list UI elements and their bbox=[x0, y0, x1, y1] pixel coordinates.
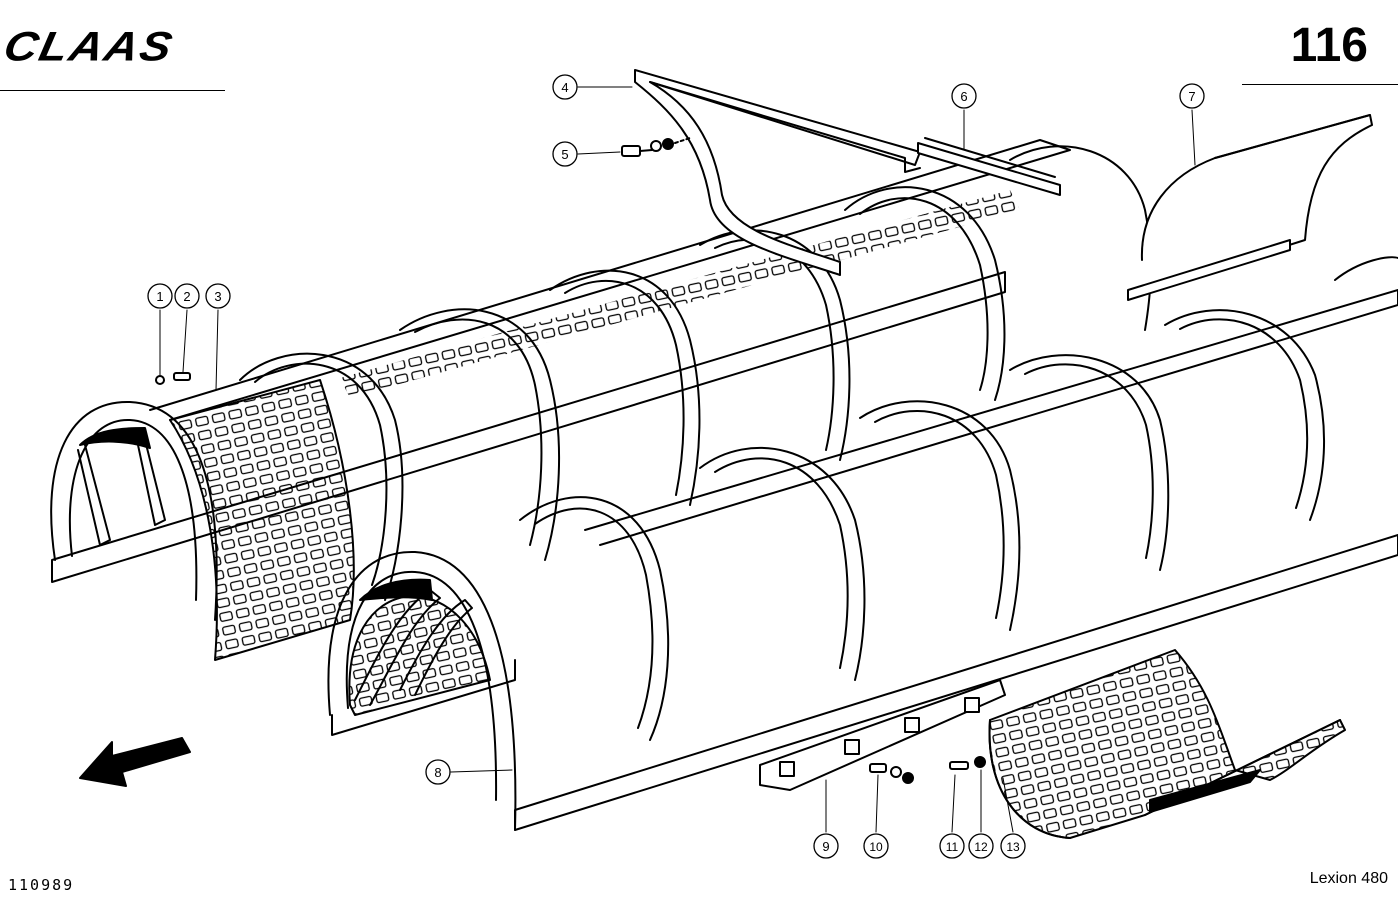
front-ring-5-inner bbox=[1024, 363, 1154, 559]
front-ring-3-inner bbox=[714, 457, 849, 669]
part-5-bolt bbox=[621, 145, 641, 157]
part-4-plate-edge bbox=[649, 81, 921, 173]
front-ring-3 bbox=[699, 446, 866, 681]
front-base-flange bbox=[331, 659, 516, 736]
front-trough bbox=[327, 256, 1398, 831]
callout-8: 8 bbox=[425, 759, 451, 785]
callout-13-label: 13 bbox=[1006, 840, 1020, 854]
callout-6: 6 bbox=[951, 83, 977, 109]
back-ring-shadow bbox=[79, 427, 151, 449]
part-6-strip bbox=[917, 142, 1061, 196]
callout-10-label: 10 bbox=[869, 840, 883, 854]
callout-2: 2 bbox=[174, 283, 200, 309]
back-ring-4 bbox=[549, 269, 701, 506]
back-sieve-panel bbox=[169, 379, 355, 661]
callout-4: 4 bbox=[552, 74, 578, 100]
part-11-12-bolt-set bbox=[949, 756, 986, 770]
part-13-shadow bbox=[1149, 769, 1261, 813]
back-ring-6 bbox=[844, 186, 1006, 401]
page-number: 116 bbox=[1290, 19, 1368, 72]
back-ring-4-inner bbox=[564, 280, 685, 496]
part-7-curved-cover bbox=[1139, 114, 1373, 293]
back-trough-top-rail bbox=[149, 139, 1071, 421]
front-ring-5 bbox=[1009, 354, 1170, 571]
back-ring-front-inner bbox=[68, 418, 198, 601]
front-ring-2-inner bbox=[534, 507, 654, 729]
part-5-washer bbox=[650, 140, 662, 152]
front-ring-outer bbox=[327, 550, 517, 831]
back-trough-base-rail bbox=[51, 271, 1006, 583]
callout-11-label: 11 bbox=[946, 840, 959, 854]
back-ring-3-inner bbox=[414, 318, 543, 546]
callout-2-label: 2 bbox=[183, 289, 190, 304]
part-6-strip-flange bbox=[924, 137, 1056, 178]
front-ring-6 bbox=[1164, 309, 1326, 521]
callout-1-label: 1 bbox=[156, 289, 163, 304]
part-4-cover-plate bbox=[634, 69, 921, 276]
part-2-bolt bbox=[173, 372, 191, 381]
front-spiral-1 bbox=[354, 589, 441, 706]
header-rule-left bbox=[0, 90, 225, 91]
back-ring-rib-2 bbox=[137, 439, 166, 526]
drawing-number: 110989 bbox=[8, 876, 75, 894]
callout-6-label: 6 bbox=[960, 89, 967, 104]
part-9-clip-4 bbox=[964, 697, 980, 713]
callout-5-label: 5 bbox=[561, 147, 568, 162]
back-trough bbox=[50, 139, 1152, 661]
callout-11: 11 bbox=[939, 833, 965, 859]
callout-10: 10 bbox=[863, 833, 889, 859]
back-ring-2 bbox=[239, 352, 404, 601]
front-ring-2 bbox=[519, 496, 670, 741]
callout-7-label: 7 bbox=[1188, 89, 1195, 104]
part-13-bottom-rail bbox=[1144, 719, 1341, 816]
callout-leaders bbox=[159, 86, 1196, 833]
callout-9: 9 bbox=[813, 833, 839, 859]
part-9-clip-2 bbox=[844, 739, 860, 755]
back-ring-7 bbox=[1009, 145, 1152, 331]
back-ring-6-inner bbox=[859, 197, 989, 391]
front-ring-4 bbox=[859, 400, 1021, 631]
callout-12: 12 bbox=[968, 833, 994, 859]
front-ring-6-inner bbox=[1179, 318, 1309, 509]
header-rule-right bbox=[1242, 84, 1398, 85]
part-1-washer bbox=[155, 375, 165, 385]
back-slot-strip bbox=[340, 190, 1020, 398]
callout-5: 5 bbox=[552, 141, 578, 167]
callout-3-label: 3 bbox=[214, 289, 221, 304]
part-5-bolt-set bbox=[621, 137, 691, 157]
part-9-clip-3 bbox=[904, 717, 920, 733]
callout-12-label: 12 bbox=[974, 840, 988, 854]
front-spiral-2 bbox=[399, 599, 473, 696]
part-5-nut bbox=[662, 138, 674, 150]
front-ring-7 bbox=[1334, 256, 1398, 281]
part-7-bottom-flange bbox=[1127, 239, 1291, 301]
callout-4-label: 4 bbox=[561, 80, 568, 95]
part-9-clip-1 bbox=[779, 761, 795, 777]
part-10-bolt-set bbox=[869, 763, 914, 784]
back-ring-2-inner bbox=[254, 362, 388, 586]
front-trough-top-rail bbox=[584, 289, 1398, 546]
callout-1: 1 bbox=[147, 283, 173, 309]
part-13-outer-edge bbox=[988, 719, 1071, 839]
callout-3: 3 bbox=[205, 283, 231, 309]
part-7-top-flange bbox=[1214, 114, 1371, 159]
callout-9-label: 9 bbox=[822, 839, 829, 854]
callout-7: 7 bbox=[1179, 83, 1205, 109]
back-ring-3 bbox=[399, 308, 561, 561]
part-9-bar bbox=[759, 679, 1006, 791]
callout-13: 13 bbox=[1000, 833, 1026, 859]
front-ring-4-inner bbox=[874, 409, 1005, 619]
back-ring-rib-1 bbox=[77, 444, 111, 546]
callout-8-label: 8 bbox=[434, 765, 441, 780]
model-name: Lexion 480 bbox=[1309, 870, 1388, 887]
arrow-down-left-icon bbox=[79, 737, 191, 787]
